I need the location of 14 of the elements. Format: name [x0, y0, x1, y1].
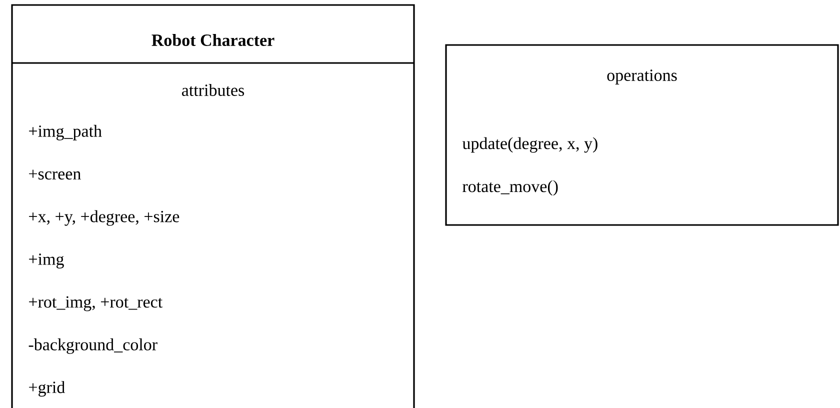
- operation-text: update(degree, x, y): [462, 137, 598, 153]
- attribute-text: +grid: [29, 381, 65, 397]
- class-box: [445, 44, 839, 226]
- attribute-text: +img_path: [29, 124, 102, 140]
- attribute-text: +img: [29, 254, 64, 268]
- class-name: Robot Character: [152, 34, 274, 46]
- attribute-text: +x, +y, +degree, +size: [29, 210, 180, 226]
- attribute-text: +screen: [29, 170, 81, 180]
- attribute-text: -background_color: [28, 338, 158, 354]
- class-box: [11, 4, 415, 408]
- section-heading: attributes: [182, 84, 244, 96]
- section-heading: operations: [607, 70, 677, 84]
- operation-text: rotate_move(): [462, 180, 558, 196]
- attribute-text: +rot_img, +rot_rect: [29, 296, 162, 312]
